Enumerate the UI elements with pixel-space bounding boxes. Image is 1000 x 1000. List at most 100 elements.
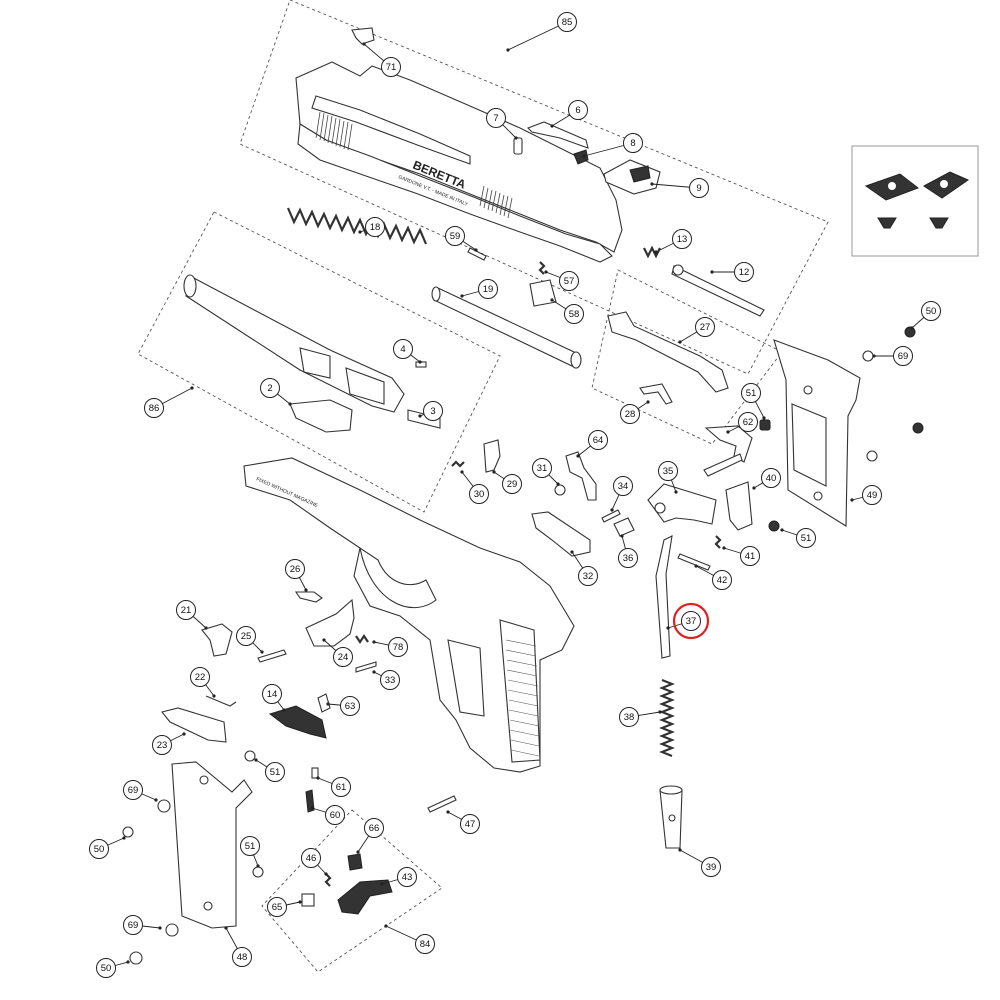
leader-tip <box>576 454 580 458</box>
leader-tip <box>126 960 130 964</box>
leader-tip <box>260 650 264 654</box>
callout-25: 25 <box>236 626 256 646</box>
callout-6: 6 <box>568 100 588 120</box>
part-66-plunger <box>347 853 363 871</box>
callout-label: 40 <box>766 473 777 484</box>
callout-label: 24 <box>338 652 349 663</box>
callout-circle <box>623 133 643 153</box>
part-36-bushing <box>613 517 635 537</box>
leader-tip <box>850 498 854 502</box>
callout-circle <box>301 848 321 868</box>
callout-label: 49 <box>867 490 878 501</box>
leader-tip <box>646 400 650 404</box>
leader-tip <box>254 758 258 762</box>
leader-tip <box>204 626 208 630</box>
callout-label: 51 <box>245 841 256 852</box>
callout-37: 37 <box>681 611 701 631</box>
callout-label: 59 <box>450 231 461 242</box>
leader-tip <box>418 414 422 418</box>
callout-62: 62 <box>738 412 758 432</box>
callout-label: 51 <box>746 388 757 399</box>
callout-40: 40 <box>761 468 781 488</box>
callout-39: 39 <box>701 857 721 877</box>
part-32-plate <box>531 511 591 557</box>
part-28-spring <box>639 383 673 405</box>
callout-label: 23 <box>157 740 168 751</box>
leader-tip <box>492 470 496 474</box>
callout-58: 58 <box>564 304 584 324</box>
callout-circle <box>672 229 692 249</box>
callout-circle <box>381 57 401 77</box>
callout-circle <box>478 279 498 299</box>
callout-label: 35 <box>663 466 674 477</box>
part-42-pin <box>677 553 711 571</box>
part-34-pin <box>601 509 621 523</box>
part-18-recoil-spring <box>286 207 428 245</box>
callout-label: 34 <box>618 481 629 492</box>
callout-label: 69 <box>128 920 139 931</box>
part-33-pin <box>355 661 377 673</box>
callout-circle <box>893 346 913 366</box>
part-13-spring <box>643 245 661 259</box>
callout-41: 41 <box>740 546 760 566</box>
callout-circle <box>502 474 522 494</box>
callout-circle <box>260 378 280 398</box>
part-50c-screw <box>122 826 134 838</box>
part-30-spring <box>451 460 465 468</box>
callout-19: 19 <box>478 279 498 299</box>
callout-label: 86 <box>149 403 160 414</box>
callout-circle <box>862 485 882 505</box>
part-24-trigger <box>305 598 355 647</box>
callout-label: 50 <box>926 306 937 317</box>
callout-label: 36 <box>623 553 634 564</box>
callout-circle <box>796 528 816 548</box>
leader-tip <box>872 354 876 358</box>
callout-label: 78 <box>393 642 404 653</box>
callout-label: 37 <box>686 616 697 627</box>
callout-label: 19 <box>483 284 494 295</box>
callout-circle <box>712 570 732 590</box>
callout-48: 48 <box>232 947 252 967</box>
callout-71: 71 <box>381 57 401 77</box>
callout-circle <box>397 867 417 887</box>
part-49-right-grip <box>773 339 861 527</box>
leader-tip <box>556 482 560 486</box>
callout-circle <box>123 915 143 935</box>
callout-33: 33 <box>380 670 400 690</box>
callout-label: 39 <box>706 862 717 873</box>
callout-circle <box>741 383 761 403</box>
callout-circle <box>388 637 408 657</box>
part-9-front-sight <box>603 159 661 195</box>
callout-86: 86 <box>144 398 164 418</box>
part-46-spring <box>324 873 332 887</box>
part-51-nut <box>759 419 771 431</box>
leader-tip <box>122 836 126 840</box>
callout-28: 28 <box>620 404 640 424</box>
callout-label: 62 <box>743 417 754 428</box>
part-6-extractor <box>527 121 589 149</box>
leader-tip <box>658 710 662 714</box>
leader-tip <box>678 848 682 852</box>
callout-35: 35 <box>658 461 678 481</box>
frame-part: FIXED WITHOUT MAGAZINE <box>243 457 575 773</box>
leader-tip <box>380 882 384 886</box>
leader-tip <box>418 360 422 364</box>
callout-12: 12 <box>734 262 754 282</box>
callout-label: 61 <box>336 782 347 793</box>
callout-circle <box>557 12 577 32</box>
callout-22: 22 <box>190 667 210 687</box>
callout-4: 4 <box>393 339 413 359</box>
leader-tip <box>356 850 360 854</box>
callout-label: 12 <box>739 267 750 278</box>
callout-label: 65 <box>272 902 283 913</box>
callout-label: 30 <box>474 489 485 500</box>
leader-tip <box>514 136 518 140</box>
callout-36: 36 <box>618 548 638 568</box>
part-12-guide-rod <box>671 264 765 317</box>
leader-tip <box>752 486 756 490</box>
callout-circle <box>364 818 384 838</box>
leader-tip <box>762 416 766 420</box>
leader-tip <box>506 48 510 52</box>
callout-circle <box>701 857 721 877</box>
leader-tip <box>316 776 320 780</box>
